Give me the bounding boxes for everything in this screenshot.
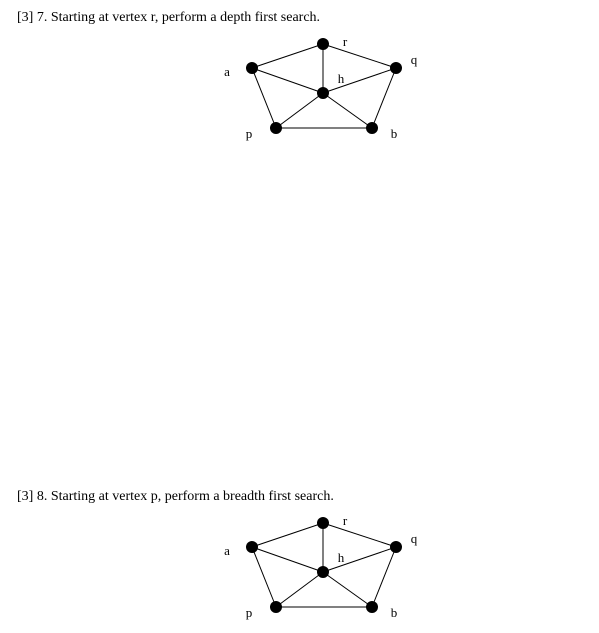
- q8-vertex-p: [270, 601, 282, 613]
- q7-edge-b-h: [322, 92, 373, 129]
- q7-vertex-b: [366, 122, 378, 134]
- q8-vertex-label-q: q: [411, 531, 418, 546]
- q7-vertex-label-b: b: [391, 126, 398, 141]
- q8-vertex-label-r: r: [343, 513, 348, 528]
- q8-vertex-label-a: a: [224, 543, 230, 558]
- q8-vertex-label-b: b: [391, 605, 398, 620]
- q7-edge-a-h: [251, 67, 324, 94]
- q8-edge-a-r: [251, 522, 324, 548]
- q7-vertex-r: [317, 38, 329, 50]
- q8-edge-a-p: [251, 546, 277, 608]
- q7-vertex-label-h: h: [338, 71, 345, 86]
- q7-edge-a-p: [251, 67, 277, 129]
- q7-vertex-a: [246, 62, 258, 74]
- q8-vertex-label-h: h: [338, 550, 345, 565]
- question-7-graph: r q a h p b: [224, 34, 418, 141]
- question-7-text: [3] 7. Starting at vertex r, perform a d…: [17, 10, 321, 25]
- question-8-text: [3] 8. Starting at vertex p, perform a b…: [17, 489, 334, 504]
- q8-edge-a-h: [251, 546, 324, 573]
- q7-edge-a-r: [251, 43, 324, 69]
- q8-edge-q-b: [371, 546, 397, 608]
- q7-vertex-q: [390, 62, 402, 74]
- q7-vertex-label-q: q: [411, 52, 418, 67]
- q8-vertex-b: [366, 601, 378, 613]
- q7-vertex-label-a: a: [224, 64, 230, 79]
- q7-vertex-label-p: p: [246, 126, 253, 141]
- q7-edge-q-b: [371, 67, 397, 129]
- q8-edge-p-h: [275, 571, 324, 608]
- q8-vertex-a: [246, 541, 258, 553]
- q8-edge-b-h: [322, 571, 373, 608]
- q8-edge-q-h: [322, 546, 397, 573]
- q8-vertex-h: [317, 566, 329, 578]
- q7-edge-p-h: [275, 92, 324, 129]
- q8-vertex-q: [390, 541, 402, 553]
- q7-edge-q-h: [322, 67, 397, 94]
- q7-vertex-label-r: r: [343, 34, 348, 49]
- q8-vertex-r: [317, 517, 329, 529]
- q8-edge-r-q: [322, 522, 397, 548]
- q7-vertex-p: [270, 122, 282, 134]
- q8-vertex-label-p: p: [246, 605, 253, 620]
- question-8-graph: r q a h p b: [224, 513, 418, 620]
- q7-vertex-h: [317, 87, 329, 99]
- q7-edge-r-q: [322, 43, 397, 69]
